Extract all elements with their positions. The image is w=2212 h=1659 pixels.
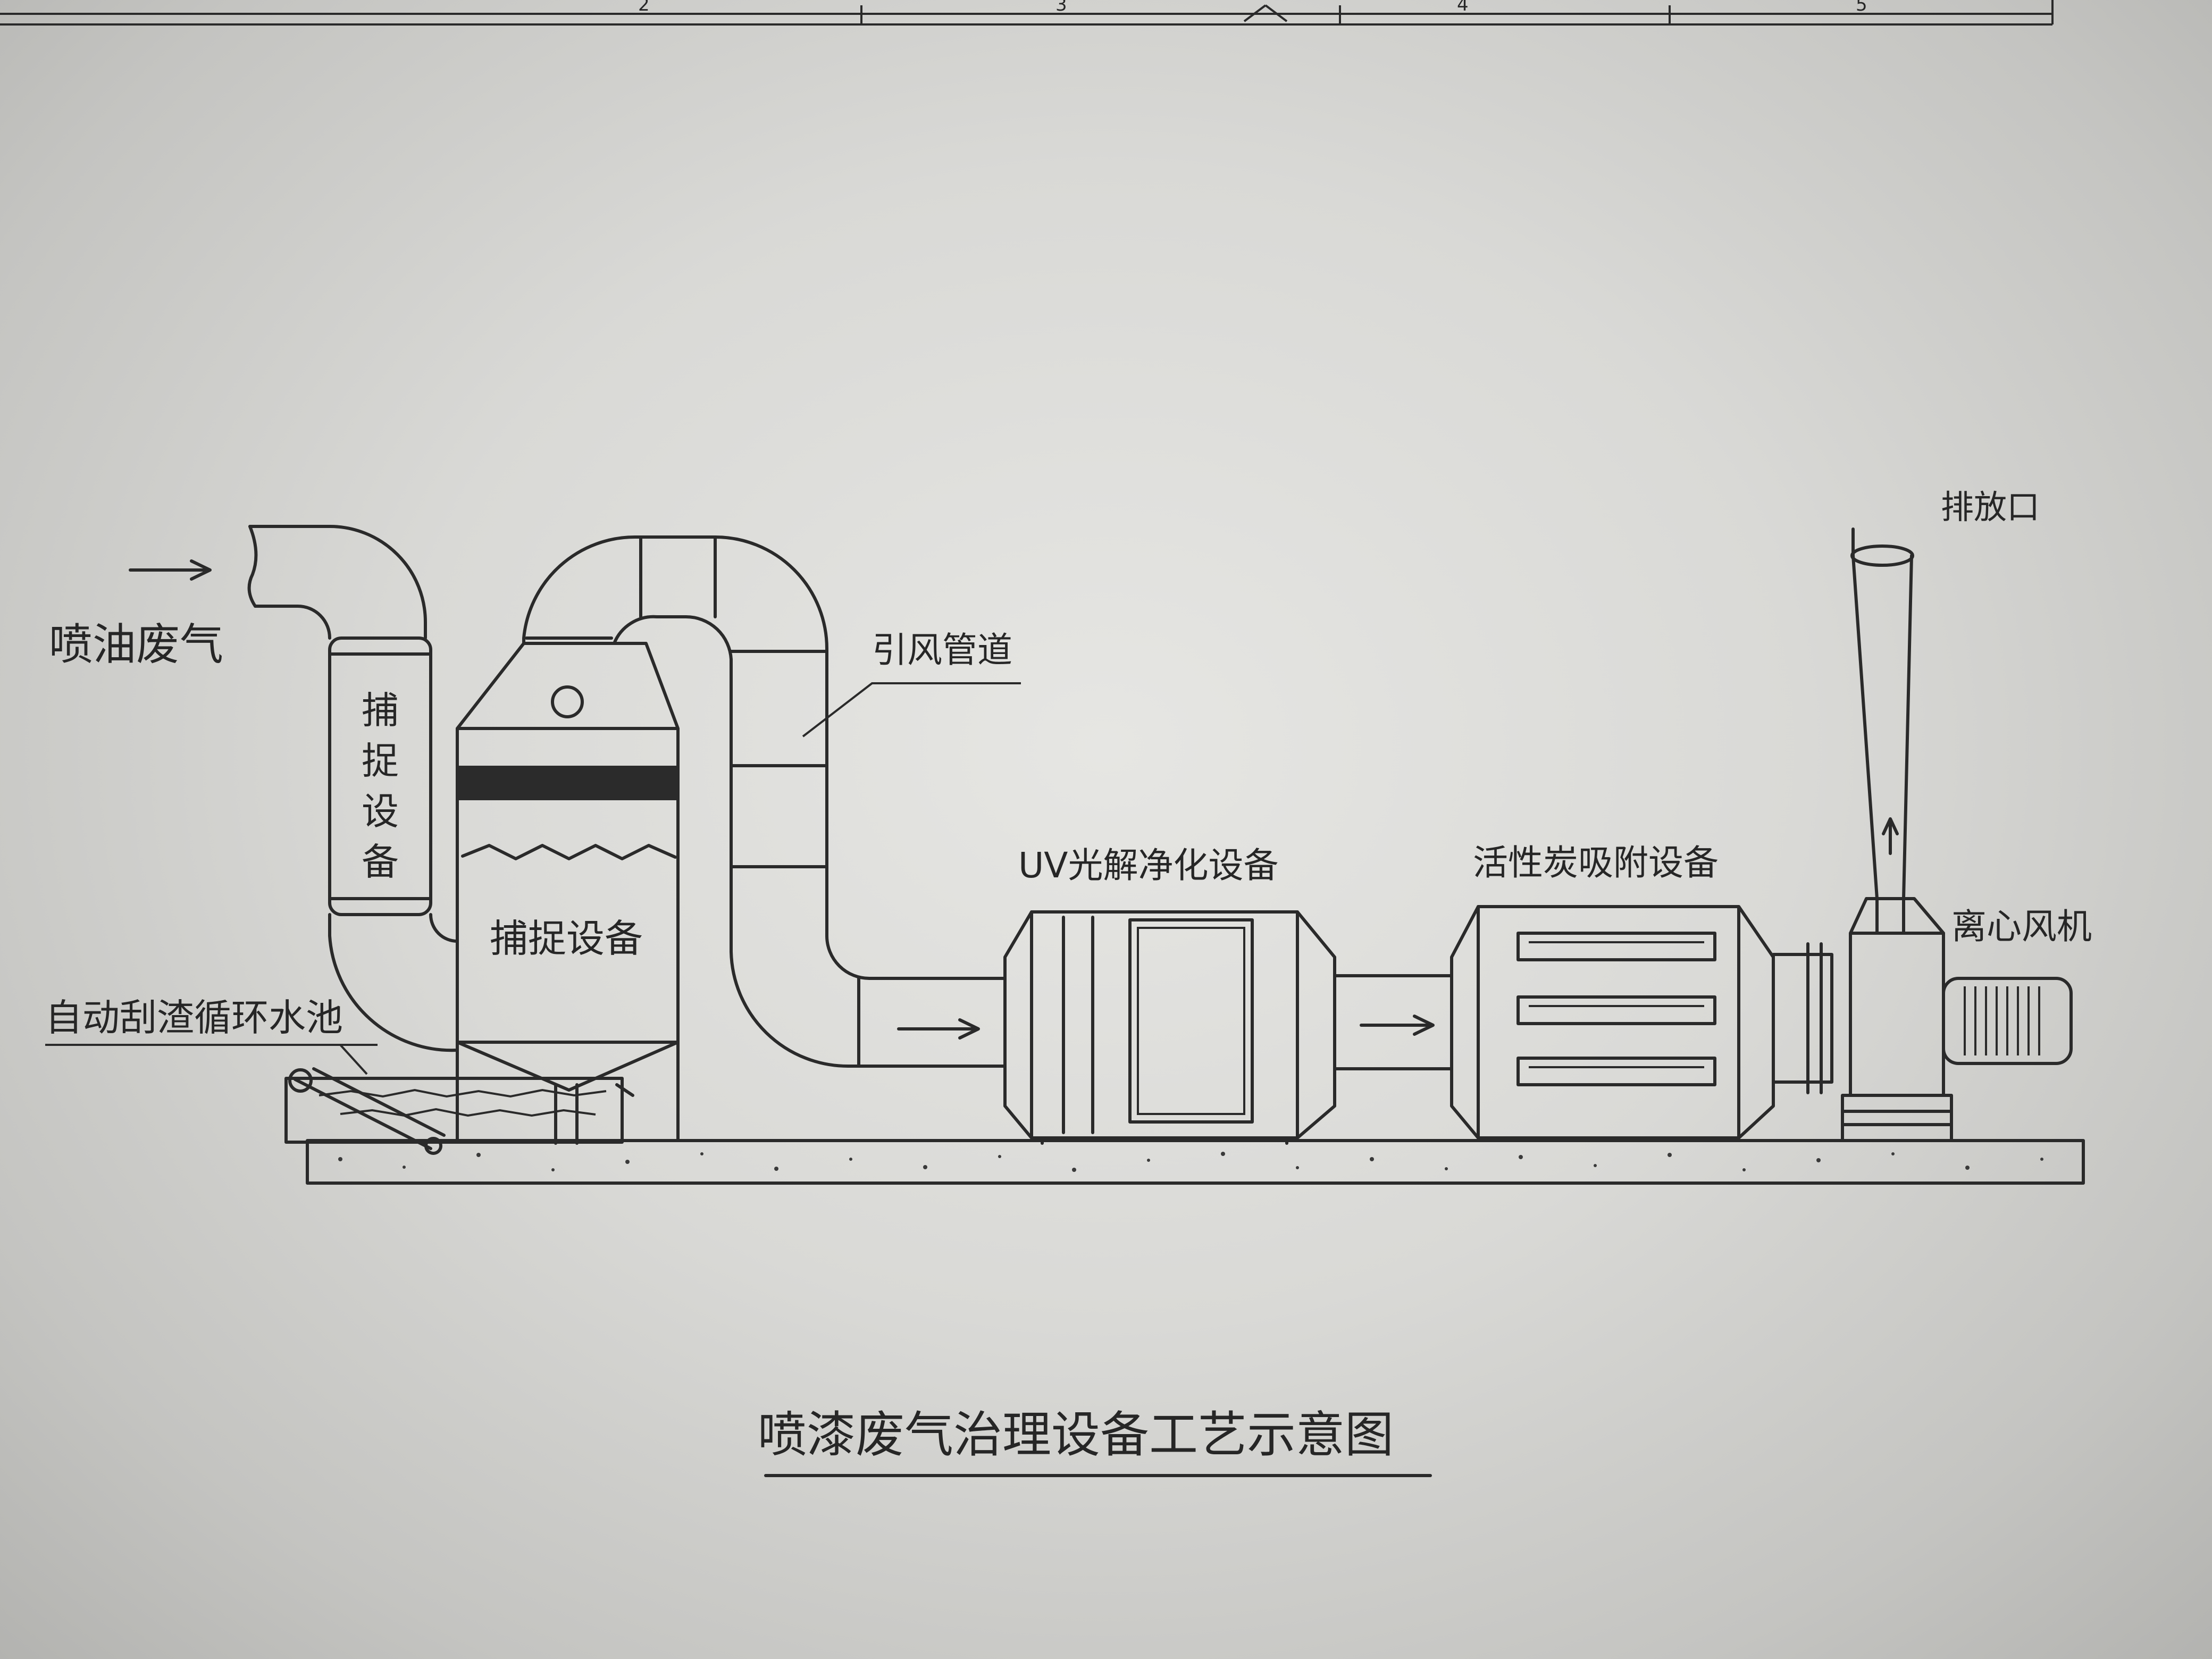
- uv-unit-label: UV光解净化设备: [1018, 845, 1278, 886]
- carbon-tray-3: [1516, 1057, 1716, 1086]
- inlet-duct: [247, 525, 427, 640]
- drawing-frame: 2 3 4 5: [0, 0, 2054, 26]
- frame-number-4: 4: [1457, 0, 1469, 15]
- fan-inlet-flange: [1772, 942, 1833, 1094]
- capture-vertical-char-2: 捉: [362, 739, 399, 783]
- capture-vertical-char-1: 捕: [362, 689, 399, 732]
- duct-arrow-2-icon: [1413, 1015, 1435, 1036]
- carbon-tray-2: [1516, 995, 1716, 1025]
- centrifugal-fan: [1841, 897, 2073, 1142]
- ground-slab: [306, 1139, 2085, 1185]
- diagram-title: 喷漆废气治理设备工艺示意图: [758, 1406, 1394, 1463]
- slab-texture: [338, 1152, 2043, 1172]
- carbon-unit-label: 活性炭吸附设备: [1473, 842, 1719, 883]
- tower-top-duct: [522, 535, 828, 661]
- column-bottom-bend: [328, 913, 459, 1052]
- frame-number-3: 3: [1055, 0, 1067, 15]
- uv-access-door: [1128, 918, 1254, 1124]
- inlet-arrow-icon: [129, 559, 212, 581]
- water-tank: [284, 1067, 634, 1155]
- uv-purification-unit: [1003, 910, 1336, 1145]
- filter-band: [457, 766, 678, 800]
- capture-tower-label: 捕捉设备: [490, 916, 643, 961]
- duct-leader-line: [802, 682, 1021, 738]
- motor-icon: [1942, 977, 2073, 1065]
- water-tank-label: 自动刮渣循环水池: [45, 996, 343, 1040]
- water-tank-leader-tick: [339, 1044, 368, 1075]
- capture-vertical-char-4: 备: [362, 840, 399, 884]
- frame-number-5: 5: [1856, 0, 1867, 15]
- duct-arrow-1-icon: [897, 1018, 980, 1040]
- frame-number-2: 2: [638, 0, 650, 15]
- outlet-label: 排放口: [1941, 488, 2040, 526]
- carbon-adsorption-unit: [1450, 905, 1775, 1139]
- exhaust-stack: [1850, 527, 1914, 900]
- vertical-capture-column: 捕 捉 设 备: [328, 636, 432, 916]
- capture-tower: 捕捉设备: [456, 642, 680, 1145]
- capture-vertical-char-3: 设: [362, 790, 399, 833]
- connector-duct: [1333, 974, 1453, 1070]
- tower-port-icon: [551, 685, 584, 718]
- duct-label: 引风管道: [872, 630, 1012, 671]
- carbon-tray-1: [1516, 932, 1716, 961]
- inlet-label: 喷油废气: [49, 619, 223, 670]
- arrow-up-icon: [1882, 817, 1899, 855]
- induced-draft-duct: [730, 647, 1007, 1068]
- fan-label: 离心风机: [1951, 906, 2092, 947]
